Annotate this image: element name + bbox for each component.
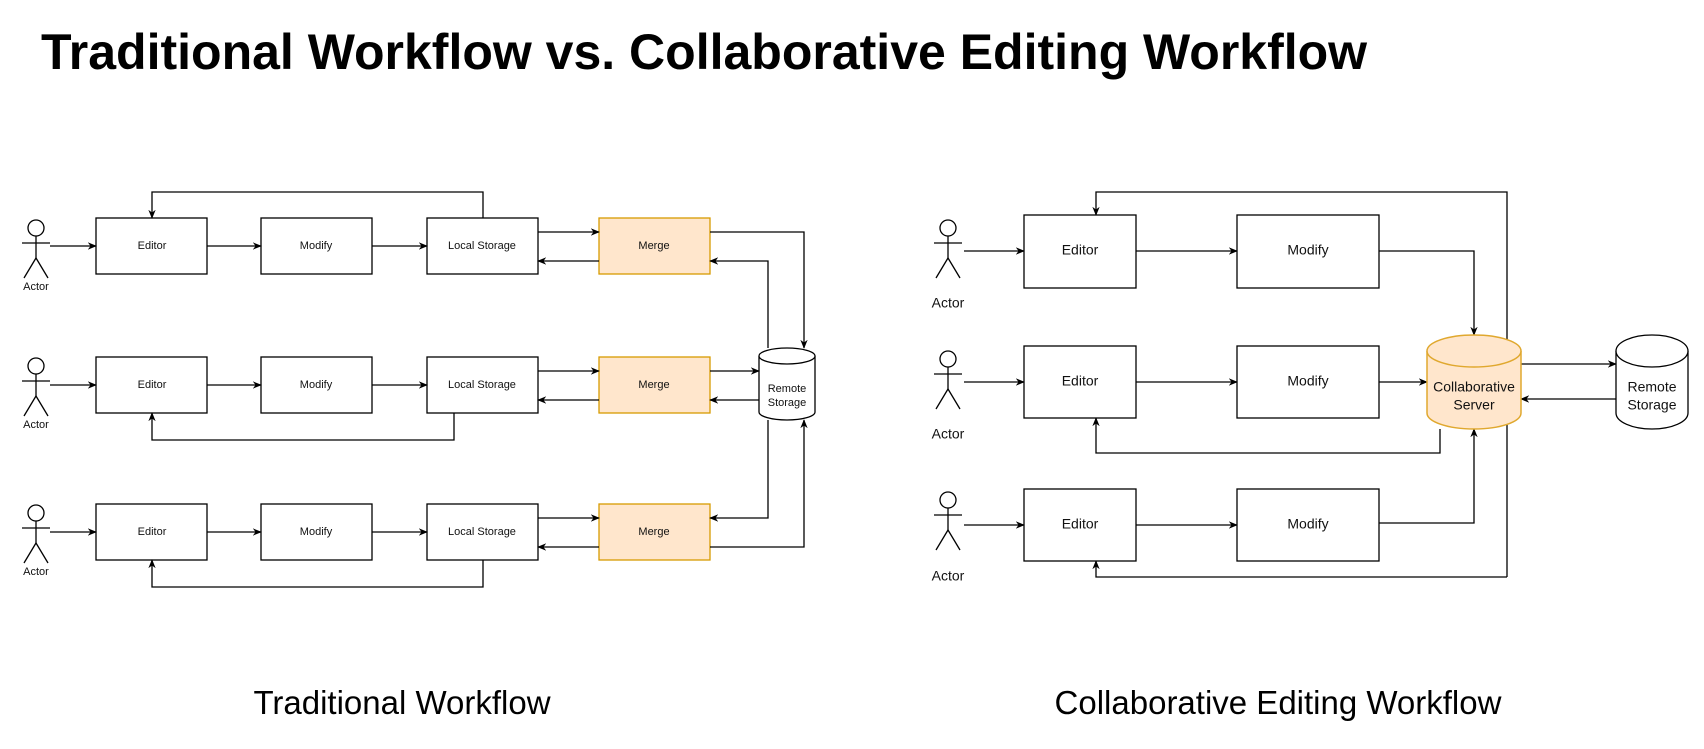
- merge-box: [598, 503, 711, 561]
- collaborative-caption: Collaborative Editing Workflow: [1055, 684, 1502, 721]
- editor-box: [1023, 345, 1137, 419]
- modify-label: Modify: [300, 240, 333, 252]
- traditional-row-2: Actor Editor Modify Local Storage Merge: [21, 356, 711, 431]
- traditional-row-1: Actor Editor Modify Local Storage Merge: [21, 217, 711, 293]
- remote-storage-cylinder: Remote Storage: [758, 347, 816, 421]
- modify-box: [1236, 345, 1380, 419]
- traditional-connectors: [50, 191, 808, 588]
- remote-storage-label-line2: Storage: [1627, 397, 1676, 413]
- editor-label: Editor: [138, 379, 167, 391]
- modify-label: Modify: [300, 526, 333, 538]
- modify-label: Modify: [1287, 373, 1328, 389]
- actor-label: Actor: [932, 426, 965, 442]
- modify-box: [1236, 214, 1380, 289]
- modify-label: Modify: [300, 379, 333, 391]
- remote-storage-cylinder: Remote Storage: [1615, 334, 1689, 430]
- modify-box: [260, 217, 373, 275]
- actor-label: Actor: [932, 568, 965, 584]
- local-storage-box: [426, 356, 539, 414]
- editor-label: Editor: [1062, 373, 1099, 389]
- collaborative-workflow-diagram: Actor Editor Modify Actor Editor Modify …: [932, 191, 1689, 721]
- actor-icon: [21, 219, 51, 279]
- collaborative-server-cylinder: Collaborative Server: [1426, 334, 1522, 430]
- editor-label: Editor: [1062, 516, 1099, 532]
- traditional-row-3: Actor Editor Modify Local Storage Merge: [21, 503, 711, 578]
- page-title: Traditional Workflow vs. Collaborative E…: [41, 24, 1367, 80]
- actor-label: Actor: [932, 295, 965, 311]
- remote-storage-label-line2: Storage: [768, 397, 807, 409]
- actor-icon: [21, 504, 51, 564]
- collab-row-2: Actor Editor Modify: [932, 345, 1380, 442]
- actor-label: Actor: [23, 566, 49, 578]
- collab-row-1: Actor Editor Modify: [932, 214, 1380, 311]
- remote-storage-label-line1: Remote: [1627, 379, 1676, 395]
- local-storage-label: Local Storage: [448, 379, 516, 391]
- local-storage-label: Local Storage: [448, 526, 516, 538]
- editor-box: [95, 217, 208, 275]
- traditional-workflow-diagram: Actor Editor Modify Local Storage Merge …: [21, 191, 816, 721]
- actor-icon: [933, 350, 963, 410]
- editor-box: [1023, 488, 1137, 562]
- modify-label: Modify: [1287, 516, 1328, 532]
- modify-box: [260, 503, 373, 561]
- traditional-caption: Traditional Workflow: [253, 684, 550, 721]
- editor-label: Editor: [138, 526, 167, 538]
- remote-storage-label-line1: Remote: [768, 383, 807, 395]
- editor-label: Editor: [1062, 242, 1099, 258]
- editor-box: [1023, 214, 1137, 289]
- modify-box: [1236, 488, 1380, 562]
- server-label-line2: Server: [1453, 397, 1495, 413]
- actor-label: Actor: [23, 281, 49, 293]
- collab-row-3: Actor Editor Modify: [932, 488, 1380, 584]
- actor-icon: [933, 491, 963, 551]
- collab-connectors: [964, 191, 1617, 578]
- modify-label: Modify: [1287, 242, 1328, 258]
- merge-box: [598, 356, 711, 414]
- actor-icon: [933, 219, 963, 279]
- local-storage-box: [426, 503, 539, 561]
- merge-label: Merge: [638, 379, 669, 391]
- merge-label: Merge: [638, 240, 669, 252]
- actor-label: Actor: [23, 419, 49, 431]
- merge-label: Merge: [638, 526, 669, 538]
- merge-box: [598, 217, 711, 275]
- editor-label: Editor: [138, 240, 167, 252]
- local-storage-label: Local Storage: [448, 240, 516, 252]
- server-label-line1: Collaborative: [1433, 379, 1515, 395]
- actor-icon: [21, 357, 51, 417]
